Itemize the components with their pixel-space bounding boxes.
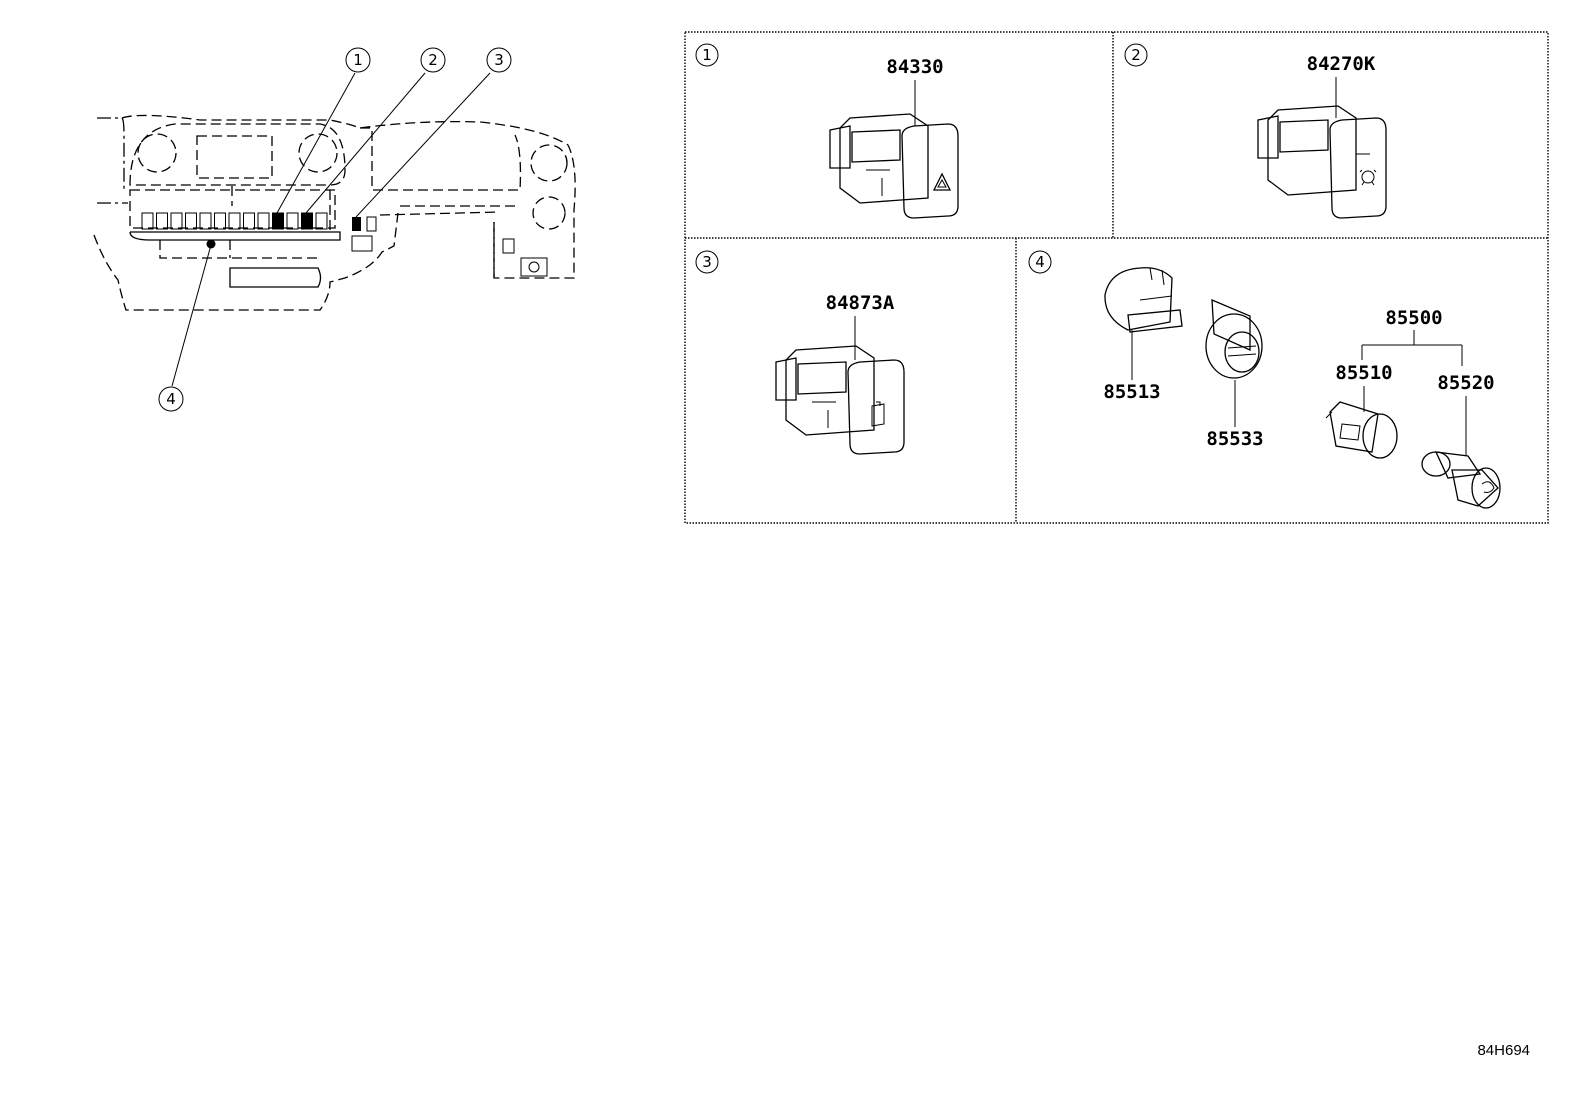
callout-3: 3 <box>486 47 512 73</box>
part-number-85513: 85513 <box>1103 381 1160 403</box>
panel-4: 4 85513 85533 85500 85510 8552 <box>1028 250 1501 509</box>
dashboard-switch <box>315 212 328 230</box>
dashboard-switch <box>214 212 226 230</box>
svg-text:4: 4 <box>166 390 176 408</box>
svg-text:3: 3 <box>494 51 504 69</box>
dashboard-switch <box>199 212 212 230</box>
part-number-84873A: 84873A <box>826 292 895 314</box>
panel-grid <box>684 31 1549 524</box>
socket-holder-icon <box>1205 298 1263 379</box>
panel-1: 1 84330 <box>695 43 959 219</box>
dashboard-switch <box>141 212 154 230</box>
dashboard-overview: 1 2 3 4 <box>93 47 576 412</box>
svg-text:2: 2 <box>428 51 438 69</box>
dashboard-switch <box>243 212 255 230</box>
part-number-85533: 85533 <box>1206 428 1263 450</box>
hazard-switch-icon <box>829 113 959 219</box>
panel-2: 2 84270K <box>1124 43 1387 219</box>
panel-2-index: 2 <box>1131 46 1141 64</box>
part-number-85520: 85520 <box>1437 372 1494 394</box>
panel-3-index: 3 <box>702 253 712 271</box>
panel-1-index: 1 <box>702 46 712 64</box>
dashboard-switch <box>228 212 241 230</box>
dashboard-switch <box>257 212 270 230</box>
fuel-door-switch-icon <box>775 345 905 455</box>
dashboard-switch <box>170 212 183 230</box>
dashboard-switch <box>286 212 299 230</box>
panel-3: 3 84873A <box>695 250 905 455</box>
dashboard-switch <box>272 212 284 230</box>
dashboard-switch <box>301 212 313 230</box>
callout-1: 1 <box>345 47 371 73</box>
part-number-85500: 85500 <box>1385 307 1442 329</box>
callout-2: 2 <box>420 47 446 73</box>
part-number-84330: 84330 <box>886 56 943 78</box>
svg-text:1: 1 <box>353 51 363 69</box>
retainer-ring-icon <box>1104 267 1183 333</box>
part-number-85510: 85510 <box>1335 362 1392 384</box>
part-number-84270K: 84270K <box>1307 53 1376 75</box>
cigarette-lighter-icon <box>1421 451 1501 509</box>
callout-4: 4 <box>158 386 184 412</box>
panel-4-index: 4 <box>1035 253 1045 271</box>
dashboard-switch <box>185 212 197 230</box>
diagram-code: 84H694 <box>1477 1042 1530 1059</box>
dashboard-switch <box>156 212 168 230</box>
defogger-switch-icon <box>1257 105 1387 219</box>
power-socket-icon <box>1325 401 1398 459</box>
